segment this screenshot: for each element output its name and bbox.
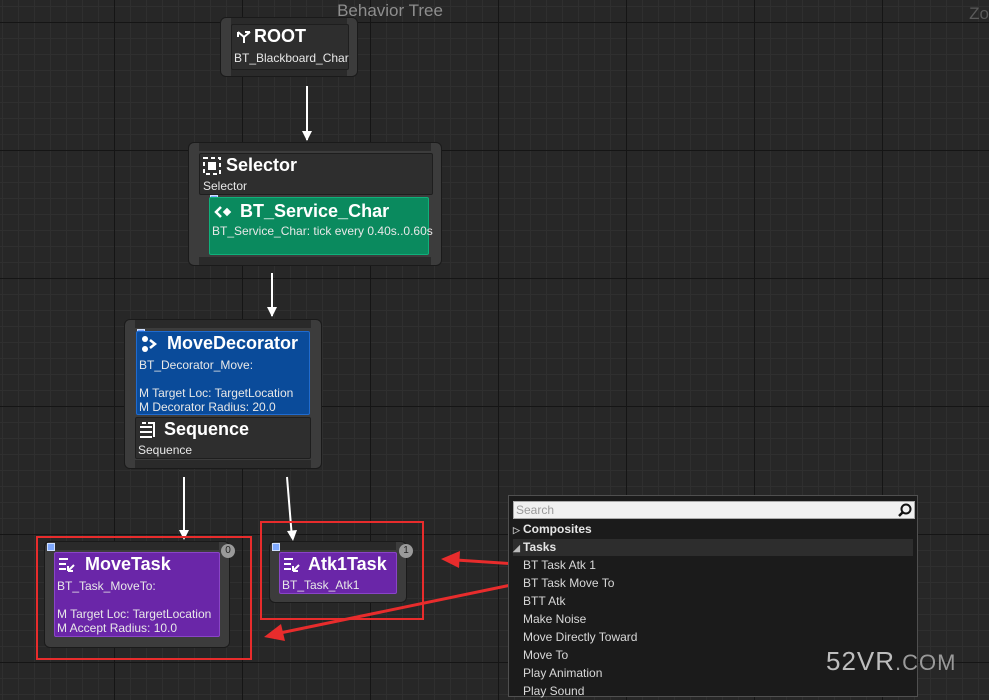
expand-arrow-icon: ▷ <box>513 525 520 535</box>
sequence-node[interactable]: MoveDecorator BT_Decorator_Move: M Targe… <box>125 320 321 468</box>
atktask-card[interactable]: Atk1Task BT_Task_Atk1 <box>279 552 397 594</box>
graph-title: Behavior Tree <box>337 1 443 20</box>
atktask-highlight <box>260 521 424 620</box>
atktask-input-pin <box>280 542 396 550</box>
service-subtitle: BT_Service_Char: tick every 0.40s..0.60s <box>212 224 433 238</box>
watermark-text: 52VR <box>826 646 896 676</box>
movetask-input-pin <box>55 542 219 550</box>
movetask-title: MoveTask <box>85 554 171 574</box>
decorator-icon <box>140 335 158 353</box>
selector-card: Selector Selector <box>199 153 433 195</box>
selector-node[interactable]: Selector Selector BT_Service_Char BT_Ser… <box>189 143 441 265</box>
wire-sequence-atktask-head <box>287 530 297 541</box>
watermark-logo: 52VR.COM <box>826 646 957 677</box>
decorator-card[interactable]: MoveDecorator BT_Decorator_Move: M Targe… <box>136 331 310 415</box>
atktask-order-badge: 1 <box>399 544 413 558</box>
selector-icon <box>203 157 221 175</box>
collapse-arrow-icon: ◢ <box>513 543 520 553</box>
selector-output-pin[interactable] <box>199 257 431 265</box>
wire-selector-sequence-head <box>267 307 277 317</box>
zoom-label: Zo <box>969 4 989 23</box>
movetask-task-icon <box>58 556 76 574</box>
palette-item-btt-atk[interactable]: BTT Atk <box>523 594 566 608</box>
root-input-pin <box>231 18 347 26</box>
palette-search-box[interactable] <box>513 501 915 519</box>
root-output-pin[interactable] <box>231 68 347 76</box>
sequence-title: Sequence <box>164 419 250 439</box>
movetask-badge-icon <box>47 543 55 551</box>
movetask-line-1: BT_Task_MoveTo: <box>57 579 156 593</box>
palette-category-label: Composites <box>523 522 592 536</box>
root-tree-icon <box>235 28 253 46</box>
atktask-title: Atk1Task <box>308 554 387 574</box>
decorator-line-4: M Decorator Radius: 20.0 <box>139 400 276 414</box>
palette-item-move-directly-toward[interactable]: Move Directly Toward <box>523 630 638 644</box>
root-node[interactable]: ROOT BT_Blackboard_Char <box>221 18 357 76</box>
annotation-arrow-move-head <box>264 624 285 641</box>
selector-subtitle: Selector <box>203 179 248 193</box>
sequence-subtitle: Sequence <box>138 443 193 457</box>
palette-item-make-noise[interactable]: Make Noise <box>523 612 587 626</box>
wire-root-selector-head <box>302 131 312 141</box>
search-icon[interactable] <box>898 503 912 517</box>
sequence-card: Sequence Sequence <box>135 417 311 459</box>
annotation-arrow-move <box>279 582 517 635</box>
wire-sequence-movetask-head <box>179 530 189 540</box>
palette-item-bt-task-move-to[interactable]: BT Task Move To <box>523 576 615 590</box>
root-subtitle: BT_Blackboard_Char <box>234 51 349 65</box>
sequence-icon <box>139 421 157 439</box>
watermark-suffix: .COM <box>895 650 957 675</box>
palette-category-composites[interactable]: ▷Composites <box>513 521 913 538</box>
movetask-line-3: M Target Loc: TargetLocation <box>57 607 212 621</box>
palette-item-play-sound[interactable]: Play Sound <box>523 684 585 698</box>
movetask-node[interactable]: 0 MoveTask BT_Task_MoveTo: M Target Loc:… <box>45 542 235 647</box>
movetask-line-4: M Accept Radius: 10.0 <box>57 621 178 635</box>
movetask-card[interactable]: MoveTask BT_Task_MoveTo: M Target Loc: T… <box>54 552 220 637</box>
atktask-node[interactable]: 1 Atk1Task BT_Task_Atk1 <box>270 542 413 602</box>
service-title: BT_Service_Char <box>240 201 390 221</box>
atktask-subtitle: BT_Task_Atk1 <box>282 578 360 592</box>
decorator-line-1: BT_Decorator_Move: <box>139 358 254 372</box>
movetask-order-badge: 0 <box>221 544 235 558</box>
palette-category-label: Tasks <box>523 540 557 554</box>
annotation-arrow-atk <box>455 558 517 566</box>
node-palette-menu[interactable]: ▷Composites ◢Tasks BT Task Atk 1 BT Task… <box>508 495 918 698</box>
sequence-input-pin <box>135 320 311 328</box>
service-card[interactable]: BT_Service_Char BT_Service_Char: tick ev… <box>209 197 433 255</box>
palette-item-move-to[interactable]: Move To <box>523 648 569 662</box>
root-card: ROOT BT_Blackboard_Char <box>231 24 349 70</box>
annotation-arrow-atk-head <box>441 551 460 568</box>
palette-item-play-animation[interactable]: Play Animation <box>523 666 603 680</box>
service-icon <box>214 203 232 221</box>
atktask-task-icon <box>283 556 301 574</box>
decorator-line-3: M Target Loc: TargetLocation <box>139 386 294 400</box>
decorator-title: MoveDecorator <box>167 333 299 353</box>
palette-item-bt-task-atk-1[interactable]: BT Task Atk 1 <box>523 558 596 572</box>
selector-input-pin <box>199 143 431 151</box>
palette-category-tasks[interactable]: ◢Tasks <box>513 539 913 556</box>
palette-search-input[interactable] <box>516 502 896 518</box>
wire-sequence-atktask <box>286 476 293 539</box>
atktask-badge-icon <box>272 543 280 551</box>
sequence-output-pin[interactable] <box>135 460 311 468</box>
root-title: ROOT <box>254 26 306 46</box>
movetask-highlight <box>36 536 252 660</box>
selector-title: Selector <box>226 155 298 175</box>
